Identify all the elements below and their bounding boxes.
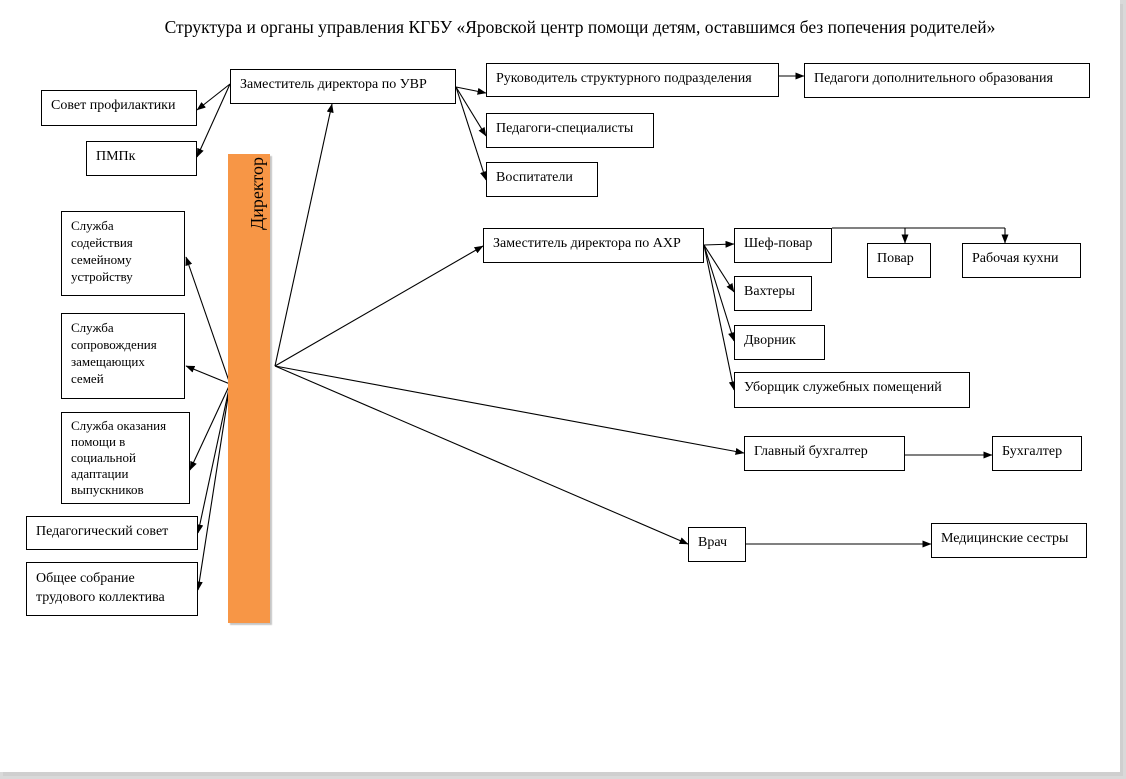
arrow-director-deputy-ahr <box>274 245 484 367</box>
arrow-ahr-chef <box>703 240 735 248</box>
arrow-uvr-pedagogi-spec <box>455 86 487 137</box>
arrow-ahr-vahtery <box>703 244 735 293</box>
box-buh: Бухгалтер <box>992 436 1082 471</box>
box-dvornik: Дворник <box>734 325 825 360</box>
diagram-title: Структура и органы управления КГБУ «Яров… <box>164 17 996 37</box>
box-chef: Шеф-повар <box>734 228 832 263</box>
box-head-struct: Руководитель структурного подразделения <box>486 63 779 97</box>
arrow-director-ped-sovet <box>196 383 231 534</box>
box-ped-sovet: Педагогический совет <box>26 516 198 550</box>
box-deputy-ahr: Заместитель директора по АХР <box>483 228 704 263</box>
arrow-director-vrach <box>274 365 689 545</box>
arrow-director-deputy-uvr <box>274 103 334 367</box>
arrow-director-glav-buh <box>274 365 745 455</box>
box-pmpk: ПМПк <box>86 141 197 176</box>
arrow-ahr-uborschik <box>703 244 736 391</box>
box-sluzhba-zamesch: Служба сопровождения замещающих семей <box>61 313 185 399</box>
arrow-director-sluzhba-adapt <box>189 383 231 471</box>
box-vrach: Врач <box>688 527 746 562</box>
arrow-uvr-vospitateli <box>455 86 487 181</box>
arrow-ahr-dvornik <box>703 244 735 342</box>
box-sovet-profilaktiki: Совет профилактики <box>41 90 197 126</box>
box-sluzhba-family: Служба содействия семейному устройству <box>61 211 185 296</box>
box-med-sestry: Медицинские сестры <box>931 523 1087 558</box>
arrow-uvr-sovet <box>196 83 231 111</box>
box-pedagogi-spec: Педагоги-специалисты <box>486 113 654 148</box>
arrow-uvr-head-struct <box>455 86 487 95</box>
box-vahtery: Вахтеры <box>734 276 812 311</box>
box-povar: Повар <box>867 243 931 278</box>
box-glav-buh: Главный бухгалтер <box>744 436 905 471</box>
box-obschee: Общее собрание трудового коллектива <box>26 562 198 616</box>
arrow-director-sluzhba-family <box>185 256 231 385</box>
box-pedagogi-dop: Педагоги дополнительного образования <box>804 63 1090 98</box>
box-rabochaya: Рабочая кухни <box>962 243 1081 278</box>
box-deputy-uvr: Заместитель директора по УВР <box>230 69 456 104</box>
arrow-director-sluzhba-zamesch <box>185 365 231 385</box>
arrow-uvr-pmpk <box>196 83 231 158</box>
box-vospitateli: Воспитатели <box>486 162 598 197</box>
director-bar: Директор <box>228 154 270 623</box>
box-uborschik: Уборщик служебных помещений <box>734 372 970 408</box>
arrow-director-obschee <box>195 383 231 591</box>
director-label: Директор <box>247 156 267 231</box>
box-sluzhba-adapt: Служба оказания помощи в социальной адап… <box>61 412 190 504</box>
